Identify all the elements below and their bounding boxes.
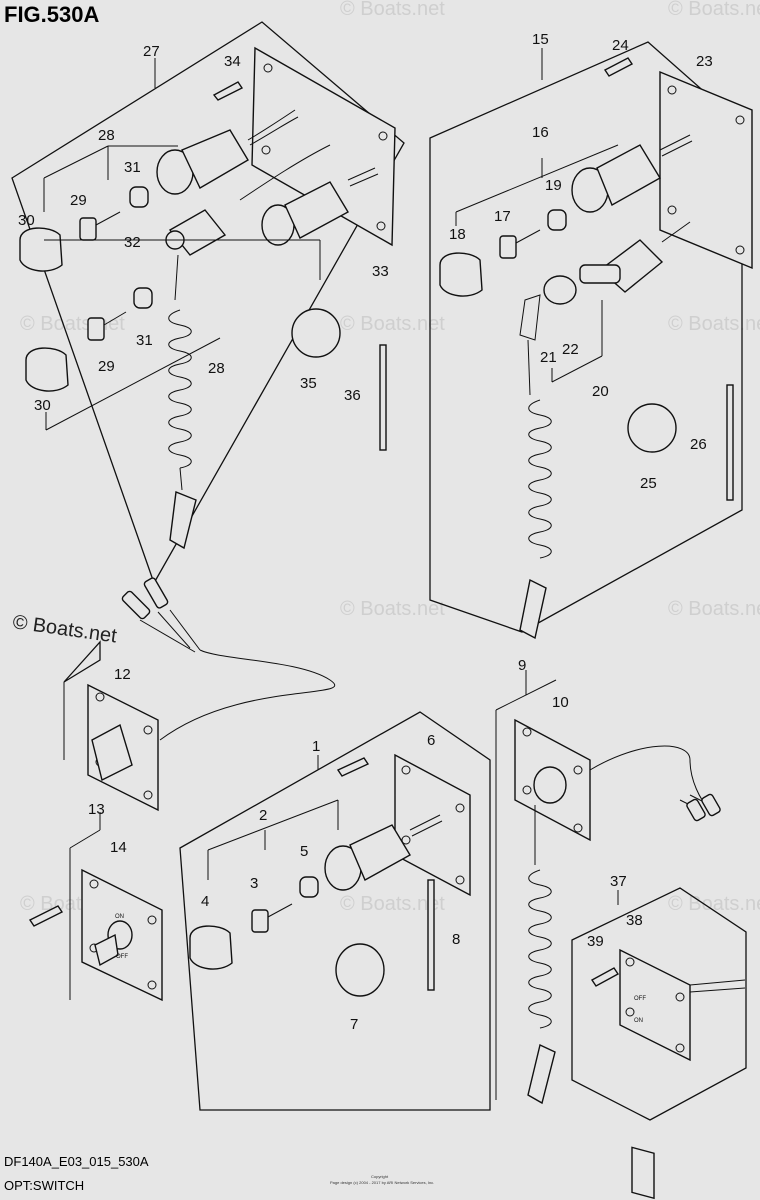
callout: 33 (372, 263, 389, 280)
watermark: © Boats.net (668, 313, 760, 335)
callout: 17 (494, 208, 511, 225)
coil-cord (528, 869, 552, 1029)
group-outline (179, 711, 491, 1111)
callout: 19 (545, 177, 562, 194)
callout: 22 (562, 341, 579, 358)
coil-cord (528, 399, 552, 559)
copyright-line-1: Copyright (371, 1174, 389, 1179)
figure-title: FIG.530A (4, 2, 99, 27)
callout: 6 (427, 732, 435, 749)
group-1 (179, 711, 491, 1111)
callout: 7 (350, 1016, 358, 1033)
callout: 1 (312, 738, 320, 755)
callout: 18 (449, 226, 466, 243)
callout: 34 (224, 53, 241, 70)
rocker-switch (631, 1146, 655, 1200)
group-outline (429, 41, 743, 633)
callout: 15 (532, 31, 549, 48)
group-27 (11, 21, 405, 585)
group-outline (571, 887, 747, 1121)
callout: 13 (88, 801, 105, 818)
watermark: © Boats.net (668, 598, 760, 620)
callout: 10 (552, 694, 569, 711)
copyright-line-2: Page design (c) 2004 - 2017 by ARI Netwo… (330, 1180, 434, 1185)
toggle-switch (91, 723, 133, 782)
callout: 38 (626, 912, 643, 929)
callout: 9 (518, 657, 526, 674)
callout: 28 (98, 127, 115, 144)
callout: 8 (452, 931, 460, 948)
callout: 39 (587, 933, 604, 950)
callout: 29 (98, 358, 115, 375)
switch-marking-on: ON (634, 1018, 643, 1024)
watermark: © Boats.net (340, 313, 445, 335)
switch-marking-off: OFF (634, 996, 646, 1002)
callout: 2 (259, 807, 267, 824)
mounting-plate (251, 46, 396, 247)
lanyard-clip (169, 491, 197, 550)
group-12 (63, 577, 336, 812)
group-outline (11, 21, 405, 585)
watermark: © Boats.net (340, 598, 445, 620)
diagram-caption: OPT:SWITCH (4, 1178, 84, 1193)
watermark: © Boats.net (20, 313, 125, 335)
callout: 12 (114, 666, 131, 683)
callout: 30 (18, 212, 35, 229)
key-cap (19, 227, 63, 272)
callout: 26 (690, 436, 707, 453)
callout: 37 (610, 873, 627, 890)
callout: 4 (201, 893, 209, 910)
callout: 27 (143, 43, 160, 60)
group-9 (495, 670, 721, 1105)
callout: 25 (640, 475, 657, 492)
callout: 20 (592, 383, 609, 400)
watermark: © Boats.net (340, 893, 445, 915)
callout-labels: 27 34 28 31 29 30 32 33 31 29 28 35 36 3… (18, 31, 713, 1033)
callout: 5 (300, 843, 308, 860)
callout: 29 (70, 192, 87, 209)
watermark: © Boats.net (668, 0, 760, 20)
callout: 31 (136, 332, 153, 349)
callout: 21 (540, 349, 557, 366)
callout: 28 (208, 360, 225, 377)
callout: 14 (110, 839, 127, 856)
callout: 32 (124, 234, 141, 251)
callout: 23 (696, 53, 713, 70)
group-15 (429, 41, 753, 640)
group-37: OFF ON (571, 887, 747, 1200)
diagram-code: DF140A_E03_015_530A (4, 1154, 149, 1169)
callout: 31 (124, 159, 141, 176)
callout: 36 (344, 387, 361, 404)
watermark: © Boats.net (340, 0, 445, 20)
watermark: © Boats.net (668, 893, 760, 915)
callout: 3 (250, 875, 258, 892)
switch-marking-off: OFF (116, 954, 128, 960)
callout: 16 (532, 124, 549, 141)
callout: 24 (612, 37, 629, 54)
group-13: ON OFF (28, 812, 163, 1002)
coil-cord (168, 309, 192, 469)
watermark-main: © Boats.net (11, 611, 118, 647)
callout: 35 (300, 375, 317, 392)
switch-marking-on: ON (115, 914, 124, 920)
callout: 30 (34, 397, 51, 414)
